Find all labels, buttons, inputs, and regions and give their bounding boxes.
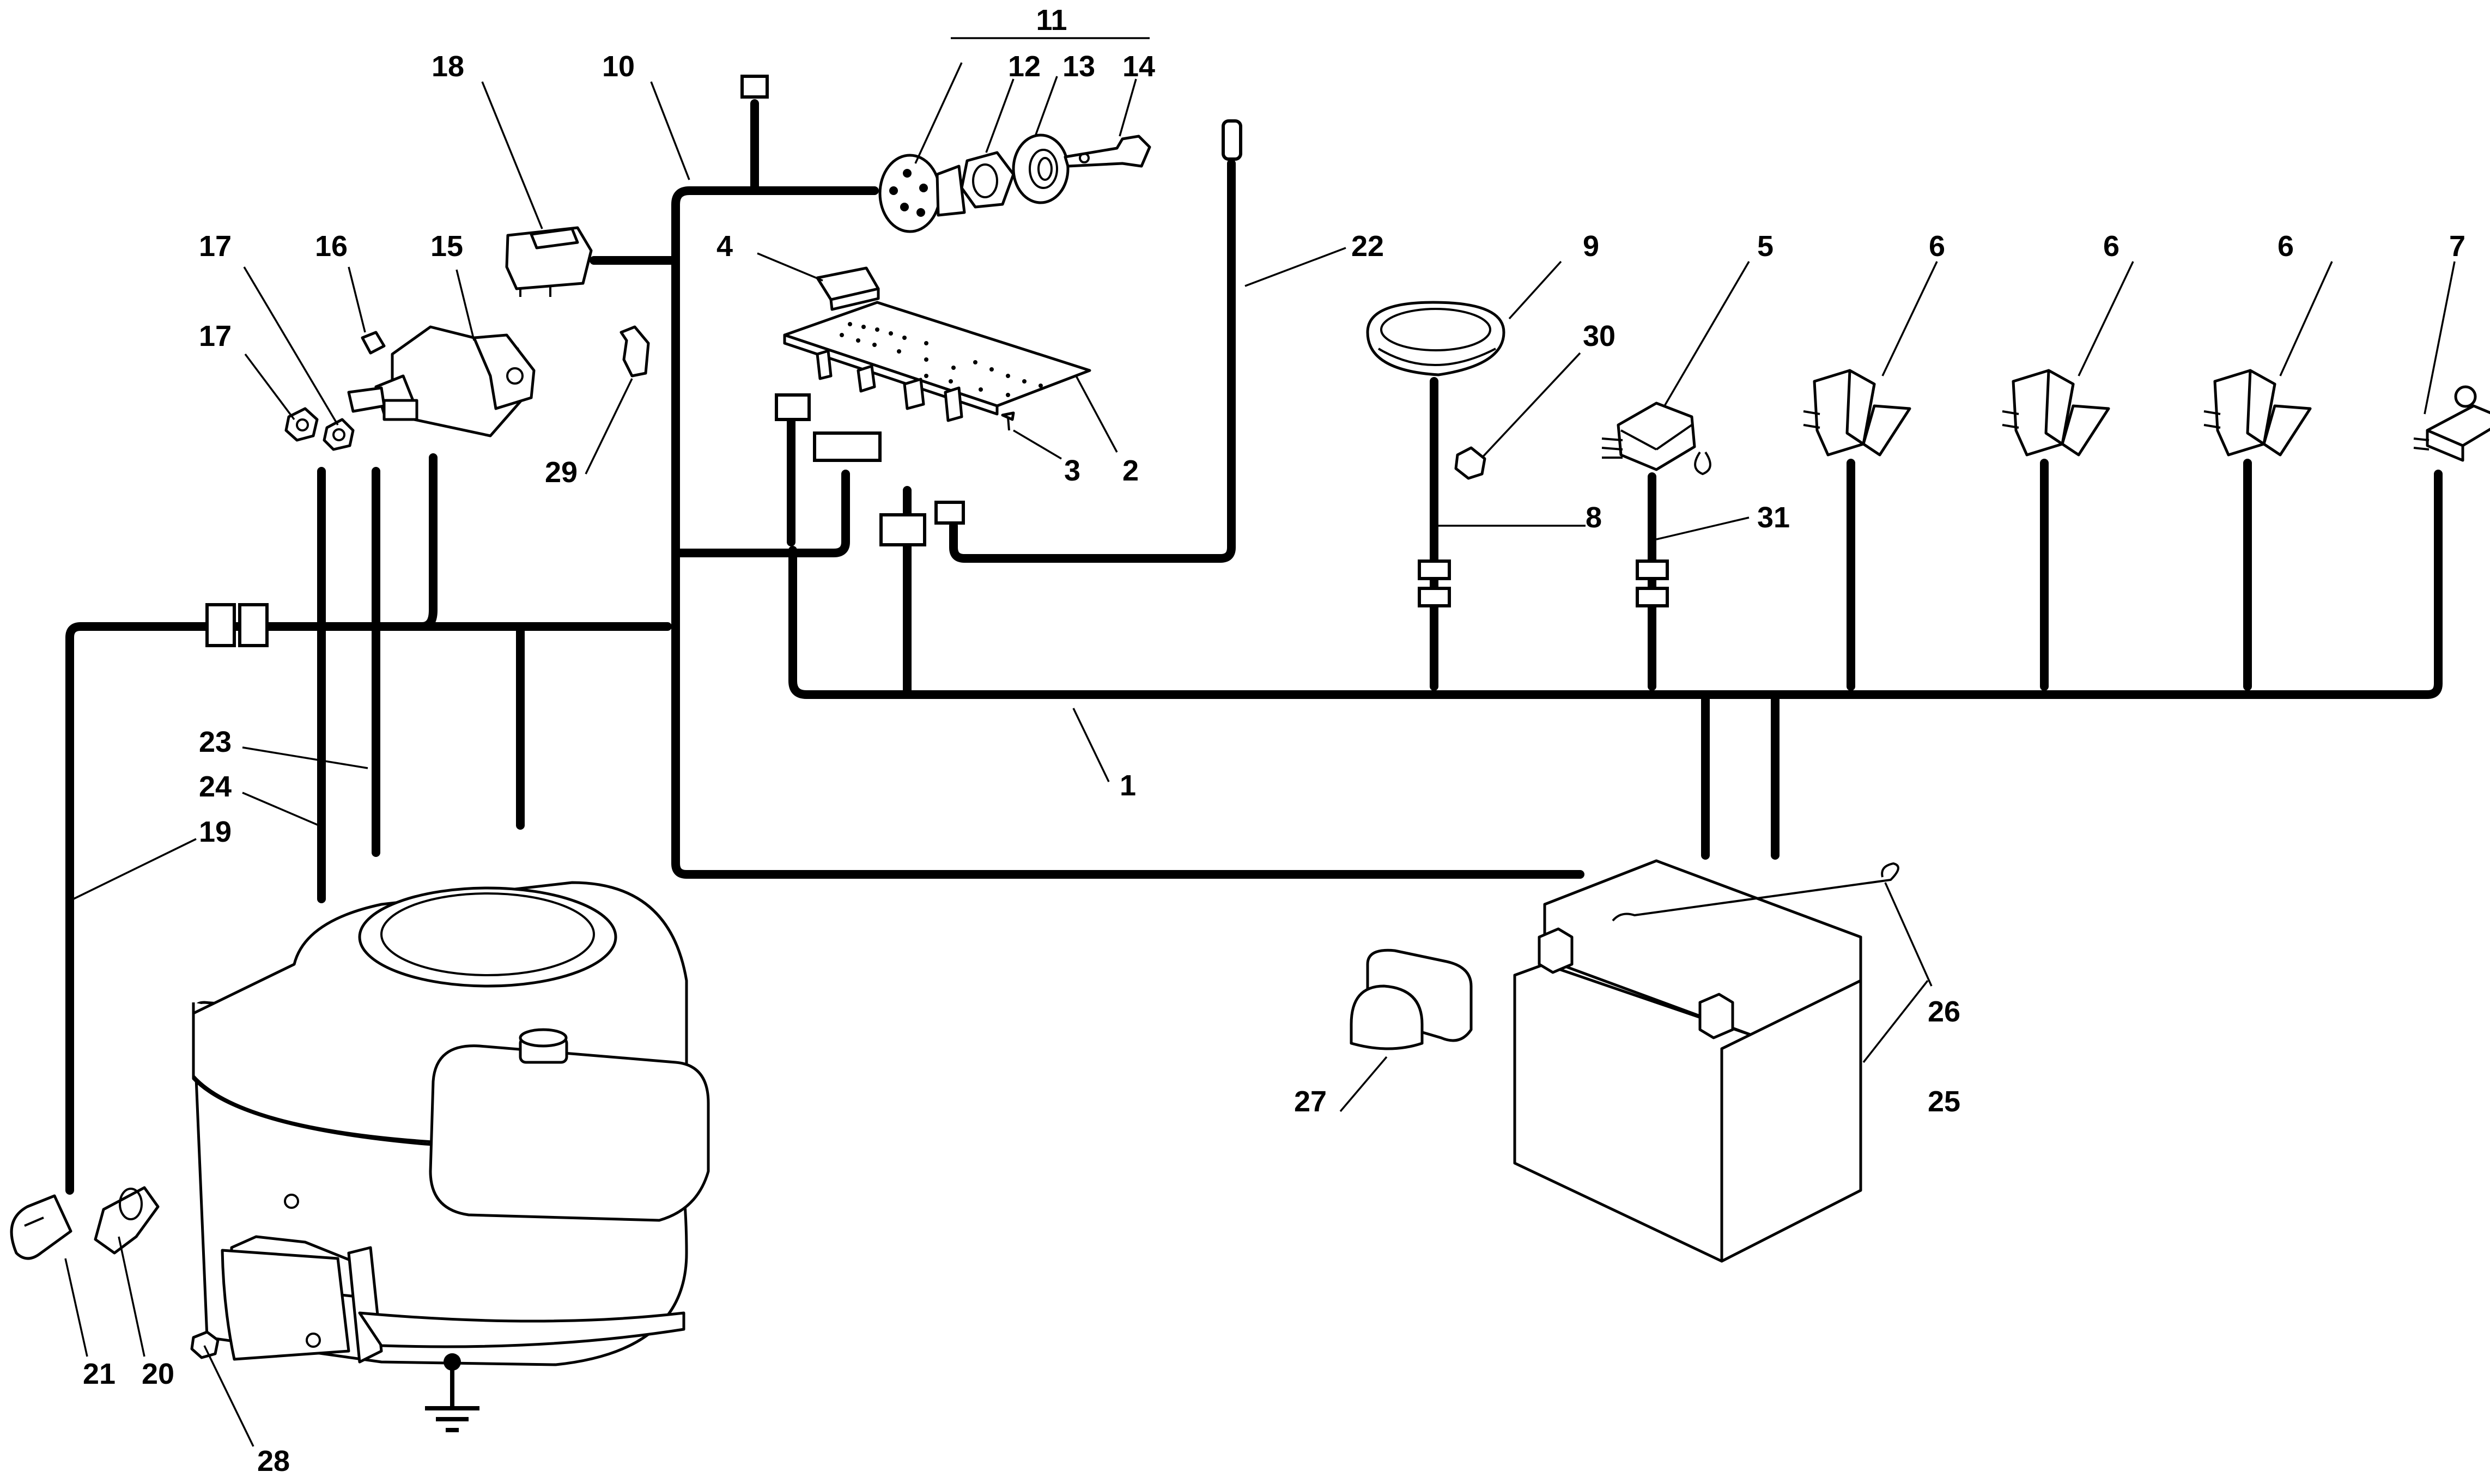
ignition-switch-body — [878, 154, 942, 233]
connector-module-b — [813, 431, 882, 462]
key-14 — [1064, 135, 1151, 168]
wiring-harness — [65, 99, 2443, 1195]
engine-fan-housing — [358, 886, 617, 988]
callout-23: 23 — [199, 726, 232, 758]
nut-28 — [190, 1330, 220, 1359]
callout-25: 25 — [1928, 1085, 1960, 1118]
switch-18 — [505, 226, 593, 297]
callout-17b: 17 — [199, 320, 232, 352]
carburetor — [221, 1249, 350, 1361]
callout-4: 4 — [716, 230, 733, 263]
callout-11: 11 — [1036, 4, 1067, 37]
connector-22 — [934, 501, 965, 525]
callout-19: 19 — [199, 816, 232, 848]
wire-22-end — [1222, 119, 1242, 161]
callout-7: 7 — [2449, 230, 2465, 263]
callout-18: 18 — [432, 50, 464, 83]
connector-module-a — [775, 393, 811, 421]
callout-8: 8 — [1586, 501, 1602, 534]
callout-12: 12 — [1008, 50, 1041, 83]
nut-17a — [284, 407, 319, 442]
callout-17a: 17 — [199, 230, 232, 263]
cap-27 — [1350, 948, 1473, 1050]
micro-switch-7 — [2413, 385, 2490, 462]
connector-11a — [740, 75, 769, 99]
wire-22 — [949, 159, 1236, 563]
left-harness-trunk — [65, 622, 672, 1195]
leader-lines — [64, 37, 2456, 1447]
callout-6c: 6 — [2278, 230, 2294, 263]
callout-15: 15 — [430, 230, 463, 263]
connector-19a — [205, 603, 236, 647]
callout-3: 3 — [1064, 454, 1080, 487]
bezel-13 — [1012, 133, 1070, 204]
starter-solenoid — [284, 325, 536, 451]
callout-6b: 6 — [2103, 230, 2119, 263]
harness-to-battery — [671, 622, 1584, 879]
callout-10: 10 — [602, 50, 635, 83]
connector-31a — [1636, 559, 1669, 580]
lamp-20-21 — [10, 1186, 160, 1260]
connector-19b — [238, 603, 269, 647]
safety-switch-6a — [1803, 369, 1911, 457]
callout-21: 21 — [83, 1358, 116, 1390]
nut-17b — [323, 418, 355, 451]
bolt-16 — [361, 331, 386, 355]
callout-5: 5 — [1757, 230, 1774, 263]
callout-13: 13 — [1062, 50, 1095, 83]
safety-switch-6c — [2203, 369, 2312, 457]
horn-9 — [1366, 301, 1505, 376]
battery-terminal-b — [1698, 993, 1734, 1039]
cap-27-body — [1350, 984, 1424, 1050]
engine-base — [358, 1311, 685, 1348]
safety-switches-6 — [1803, 369, 2312, 457]
callout-29: 29 — [545, 456, 578, 489]
callout-30: 30 — [1583, 320, 1616, 352]
callout-9: 9 — [1583, 230, 1599, 263]
horn-9-body — [1366, 301, 1505, 376]
battery-terminal-a — [1538, 927, 1574, 974]
module-branch — [671, 470, 850, 557]
bulb-21 — [10, 1194, 72, 1260]
clip-29 — [620, 325, 650, 378]
callout-31: 31 — [1757, 501, 1790, 534]
callout-24: 24 — [199, 770, 232, 803]
battery-strap-26 — [1612, 862, 1899, 922]
main-harness-1 — [788, 470, 2443, 699]
callout-14: 14 — [1122, 50, 1155, 83]
callout-27: 27 — [1294, 1085, 1327, 1118]
connector-8a — [1418, 559, 1451, 580]
air-filter-cover — [429, 1044, 710, 1222]
solenoid-wire — [418, 453, 438, 631]
vertical-harness — [671, 186, 879, 631]
safety-switch-6b — [2002, 369, 2110, 457]
callout-1: 1 — [1120, 769, 1136, 802]
relay-5-body — [1617, 402, 1696, 471]
component-4 — [816, 266, 880, 311]
callout-20: 20 — [142, 1358, 174, 1390]
callout-26: 26 — [1928, 995, 1960, 1028]
battery-side — [1720, 979, 1862, 1263]
screw-3 — [1001, 411, 1015, 421]
connector-8b — [1418, 587, 1451, 607]
connector-31b — [1636, 587, 1669, 607]
relay-5 — [1601, 402, 1711, 476]
clip-30 — [1454, 446, 1486, 480]
callout-28: 28 — [257, 1445, 290, 1477]
connectors — [205, 75, 1669, 647]
engine — [192, 881, 710, 1366]
callout-6a: 6 — [1929, 230, 1945, 263]
nut-12 — [960, 151, 1015, 209]
connector-module-c — [879, 513, 926, 546]
callout-labels: 1 2 3 4 5 6 6 6 7 8 9 10 11 12 13 14 15 … — [83, 4, 2465, 1477]
battery-25 — [1513, 859, 1899, 1263]
ignition-switch-assembly — [878, 133, 1151, 233]
callout-2: 2 — [1122, 454, 1139, 487]
circuit-board-2 — [783, 301, 1091, 431]
ground-symbol — [425, 1353, 479, 1432]
socket-20 — [94, 1186, 160, 1255]
callout-22: 22 — [1351, 230, 1384, 263]
callout-16: 16 — [315, 230, 348, 263]
